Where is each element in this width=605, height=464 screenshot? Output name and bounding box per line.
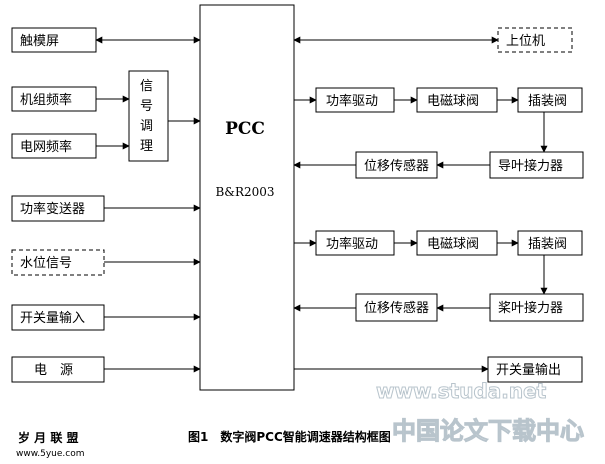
unit-frequency-block: 机组频率 (11, 86, 97, 112)
bottom-sensor-block: 位移传感器 (355, 293, 438, 322)
water-level-block: 水位信号 (11, 249, 105, 276)
svg-text:号: 号 (140, 99, 153, 114)
top-solenoid-block: 电磁球阀 (416, 87, 498, 113)
host-computer-block: 上位机 (497, 27, 573, 53)
signal-conditioning-block: 信 号 调 理 (128, 70, 169, 162)
top-cartridge-block: 插装阀 (517, 87, 583, 113)
switch-input-block: 开关量输入 (11, 304, 105, 331)
figure-caption: 图1 数字阀PCC智能调速器结构框图 (188, 429, 391, 444)
svg-text:电网频率: 电网频率 (20, 139, 72, 155)
svg-text:功率变送器: 功率变送器 (20, 201, 85, 217)
watermark-cn: 中国论文下载中心 (392, 417, 584, 445)
pcc-controller: PCC B&R2003 (199, 4, 295, 391)
switch-output-block: 开关量输出 (487, 356, 583, 383)
svg-text:理: 理 (140, 139, 153, 154)
svg-text:位移传感器: 位移传感器 (364, 158, 429, 174)
guide-vane-servo-block: 导叶接力器 (489, 151, 584, 179)
svg-text:桨叶接力器: 桨叶接力器 (498, 300, 563, 316)
power-supply-block: 电 源 (11, 356, 105, 383)
logo-text: 岁 月 联 盟 (18, 430, 79, 445)
blade-servo-block: 桨叶接力器 (489, 293, 584, 322)
svg-text:开关量输出: 开关量输出 (496, 362, 561, 378)
svg-text:触模屏: 触模屏 (20, 34, 59, 49)
svg-text:调: 调 (140, 119, 153, 134)
top-sensor-block: 位移传感器 (355, 151, 438, 179)
svg-text:上位机: 上位机 (506, 34, 545, 49)
svg-text:功率驱动: 功率驱动 (326, 93, 378, 109)
svg-text:开关量输入: 开关量输入 (20, 310, 85, 326)
bottom-cartridge-block: 插装阀 (517, 230, 583, 256)
svg-text:电磁球阀: 电磁球阀 (427, 237, 479, 252)
svg-text:插装阀: 插装阀 (528, 237, 567, 252)
logo-url: www.5yue.com (16, 449, 85, 459)
svg-text:信: 信 (140, 79, 153, 94)
svg-text:插装阀: 插装阀 (528, 94, 567, 109)
svg-text:机组频率: 机组频率 (20, 92, 72, 108)
top-power-drive-block: 功率驱动 (315, 87, 395, 113)
bottom-solenoid-block: 电磁球阀 (416, 230, 498, 256)
svg-text:导叶接力器: 导叶接力器 (498, 158, 563, 174)
pcc-title: PCC (225, 119, 265, 139)
grid-frequency-block: 电网频率 (11, 133, 97, 159)
svg-text:水位信号: 水位信号 (20, 256, 72, 271)
svg-text:功率驱动: 功率驱动 (326, 236, 378, 252)
bottom-power-drive-block: 功率驱动 (315, 230, 395, 256)
svg-text:电 源: 电 源 (34, 363, 73, 378)
svg-text:电磁球阀: 电磁球阀 (427, 94, 479, 109)
touchscreen-block: 触模屏 (11, 27, 97, 53)
watermark-url: www.studa.net (376, 379, 547, 403)
power-transmitter-block: 功率变送器 (11, 195, 105, 222)
svg-text:位移传感器: 位移传感器 (364, 300, 429, 316)
pcc-model: B&R2003 (215, 185, 274, 199)
